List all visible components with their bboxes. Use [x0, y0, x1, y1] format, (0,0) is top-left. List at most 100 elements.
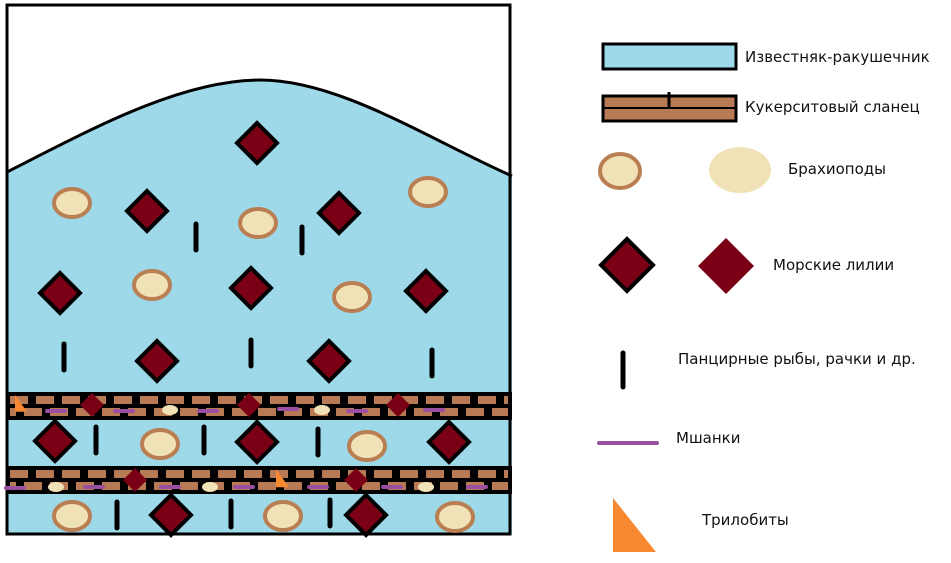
brachiopod-small-icon: [202, 482, 218, 492]
brachiopod-icon: [263, 500, 303, 532]
crinoid-icon: [123, 468, 147, 492]
shale-brick: [348, 396, 366, 404]
crinoid-icon: [343, 492, 389, 538]
shale-brick: [36, 470, 54, 478]
section-outline: [5, 3, 512, 536]
crinoid-icon: [80, 393, 104, 417]
limestone-top-line: [6, 78, 513, 178]
shale-brick: [114, 470, 132, 478]
shale-brick: [466, 408, 484, 416]
shale-brick: [166, 470, 184, 478]
crinoid-icon: [124, 188, 170, 234]
shale-brick: [62, 470, 80, 478]
shale-brick: [128, 408, 146, 416]
brachiopod-small-icon: [162, 405, 178, 415]
legend-symbols: [597, 42, 771, 552]
crinoid-icon: [228, 265, 274, 311]
shale-brick: [102, 482, 120, 490]
brachiopod-icon: [52, 500, 92, 532]
shale-brick: [284, 408, 302, 416]
shale-brick: [192, 470, 210, 478]
crinoid-icon: [234, 419, 280, 465]
crinoid-icon: [306, 338, 352, 384]
shale-brick: [426, 470, 444, 478]
brachiopod-icon: [435, 501, 475, 533]
legend-label-crinoids: Морские лилии: [773, 256, 895, 274]
shale-brick: [10, 408, 16, 416]
trilobite-legend-icon: [613, 498, 656, 552]
legend-label-trilobites: Трилобиты: [702, 511, 789, 529]
crinoid-icon: [234, 120, 280, 166]
brachiopod-plain-icon: [709, 147, 771, 193]
shale-brick: [218, 470, 236, 478]
shale-brick: [322, 396, 340, 404]
shale-brick: [362, 408, 380, 416]
brachiopod-small-icon: [418, 482, 434, 492]
legend-limestone-swatch: [601, 42, 738, 71]
shale-brick: [140, 470, 158, 478]
shale-brick: [102, 408, 120, 416]
shale-brick: [452, 396, 470, 404]
shale-brick: [140, 396, 158, 404]
shale-brick: [400, 470, 418, 478]
shale-brick: [76, 408, 94, 416]
shale-brick: [492, 482, 508, 490]
crinoid-icon: [698, 238, 754, 294]
legend-label-shale: Кукерситовый сланец: [745, 98, 920, 116]
shale-brick: [232, 408, 250, 416]
shale-brick: [258, 408, 276, 416]
shale-brick: [374, 396, 392, 404]
shale-brick: [296, 470, 314, 478]
shale-band-lower: [7, 466, 512, 494]
shale-brick: [62, 396, 80, 404]
trilobite-icon: [15, 395, 27, 412]
brachiopod-icon: [332, 281, 372, 313]
shale-brick: [296, 396, 314, 404]
crinoid-icon: [237, 393, 261, 417]
brachiopod-icon: [408, 176, 448, 208]
shale-brick: [426, 396, 444, 404]
shale-brick: [180, 482, 198, 490]
shale-brick: [336, 482, 354, 490]
brachiopod-icon: [598, 152, 642, 190]
shale-brick: [478, 396, 496, 404]
crinoid-icon: [386, 393, 410, 417]
shale-brick: [284, 482, 302, 490]
legend-label-bryozoa: Мшанки: [676, 429, 741, 447]
shale-brick: [374, 470, 392, 478]
shale-brick: [114, 396, 132, 404]
shale-brick: [478, 470, 496, 478]
crinoid-icon: [344, 468, 368, 492]
crinoid-icon: [426, 419, 472, 465]
shale-brick: [24, 408, 42, 416]
shale-brick: [218, 396, 236, 404]
crinoid-icon: [32, 418, 78, 464]
brachiopod-icon: [238, 207, 278, 239]
shale-brick: [492, 408, 508, 416]
trilobite-icon: [276, 469, 289, 488]
shale-brick: [10, 396, 28, 404]
shale-brick: [166, 396, 184, 404]
shale-brick: [362, 482, 380, 490]
shale-brick: [400, 396, 418, 404]
brachiopod-icon: [132, 269, 172, 301]
shale-brick: [24, 482, 42, 490]
brachiopod-small-icon: [48, 482, 64, 492]
shale-brick: [244, 470, 262, 478]
shale-brick: [258, 482, 276, 490]
brachiopod-small-icon: [314, 405, 330, 415]
legend-label-limestone: Известняк-ракушечник: [745, 48, 930, 66]
crinoid-icon: [134, 338, 180, 384]
crinoid-icon: [148, 492, 194, 538]
shale-brick: [270, 396, 288, 404]
fossils-layer: [4, 120, 488, 538]
brachiopod-icon: [52, 187, 92, 219]
shale-brick: [36, 396, 54, 404]
shale-brick: [322, 470, 340, 478]
shale-brick: [440, 482, 458, 490]
shale-brick: [452, 470, 470, 478]
crinoid-icon: [316, 190, 362, 236]
shale-brick: [192, 396, 210, 404]
legend-label-brachiopods: Брахиоподы: [788, 160, 887, 178]
